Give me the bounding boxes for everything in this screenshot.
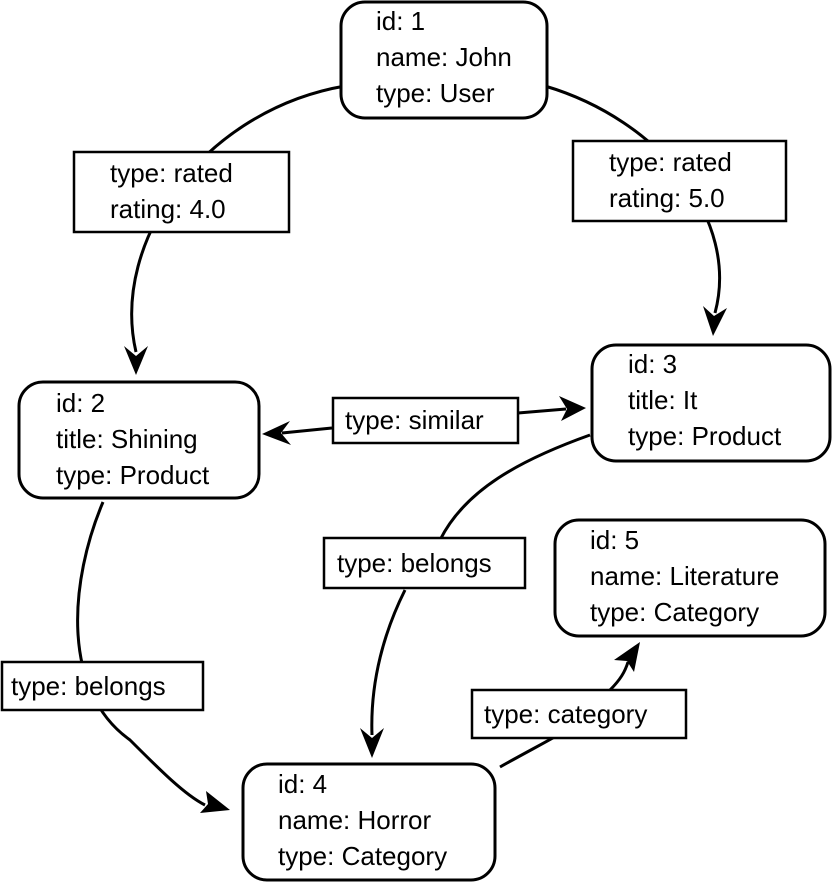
edge-similar-line [281,426,333,435]
edge-label-similar: type: similar [331,396,520,445]
node-field: title: Shining [56,424,198,454]
edge-label-text: type: category [484,699,647,729]
edge-similar-arrowhead-left [262,421,291,445]
edge-label-text: type: belongs [337,548,492,578]
node-3: id: 3 title: It type: Product [590,343,832,463]
node-field: name: Literature [590,561,779,591]
edge-similar-line-right [517,407,567,415]
edge-label-rated-1-3: type: rated rating: 5.0 [571,139,788,223]
node-4: id: 4 name: Horror type: Category [241,762,497,882]
edge-rated-1-3-arrowhead [703,306,727,336]
edge-label-text: type: rated [110,158,233,188]
edge-label-belongs-2-4: type: belongs [0,660,205,712]
node-id: id: 4 [278,769,327,799]
node-5: id: 5 name: Literature type: Category [553,518,827,638]
edge-label-belongs-3-4: type: belongs [322,536,527,590]
edge-label-rated-1-2: type: rated rating: 4.0 [72,150,291,234]
edge-label-text: rating: 4.0 [110,194,226,224]
edge-label-category: type: category [470,688,688,740]
node-1: id: 1 name: John type: User [339,0,549,120]
node-type: type: Category [590,597,759,627]
edge-label-text: type: belongs [11,671,166,701]
edge-belongs-2-4-arrowhead [200,791,230,813]
node-type: type: User [376,78,495,108]
node-type: type: Product [56,460,210,490]
node-field: title: It [628,385,698,415]
node-2: id: 2 title: Shining type: Product [17,380,261,500]
edge-category-arrowhead [614,642,640,672]
edge-rated-1-2-arrowhead [124,346,148,375]
node-type: type: Product [628,421,782,451]
edge-label-text: rating: 5.0 [609,183,725,213]
node-type: type: Category [278,841,447,871]
node-field: name: Horror [278,805,431,835]
edge-belongs-3-4-arrowhead [360,728,384,758]
node-id: id: 2 [56,388,105,418]
edge-similar-arrowhead-right [559,396,586,421]
node-id: id: 5 [590,525,639,555]
edge-belongs-3-4-line [370,433,591,736]
edge-belongs-2-4-line [76,501,206,807]
node-id: id: 1 [376,6,425,36]
edge-label-text: type: rated [609,147,732,177]
node-field: name: John [376,42,512,72]
node-id: id: 3 [628,349,677,379]
edge-label-text: type: similar [345,405,484,435]
